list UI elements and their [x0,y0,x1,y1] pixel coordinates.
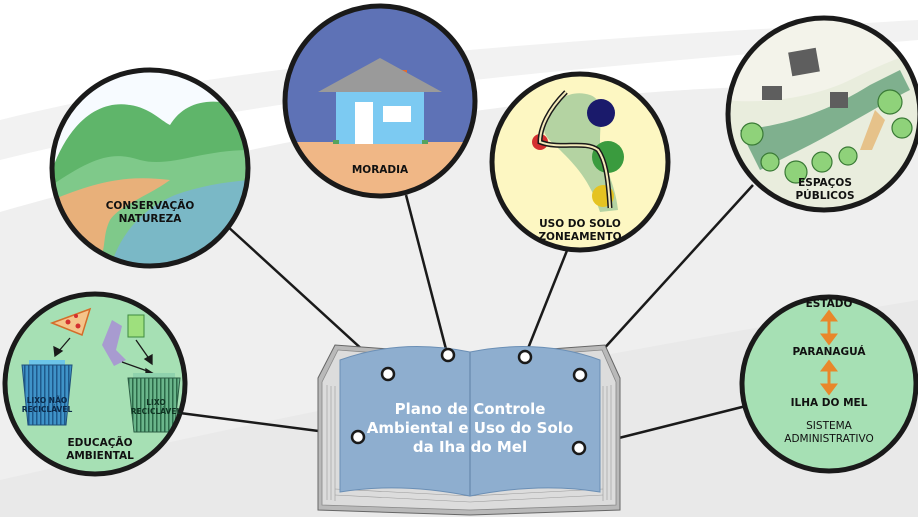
arrow-icon-1 [820,309,838,346]
connector-moradia [404,194,449,354]
label-ilha-do-mel: ILHA DO MEL [790,397,868,409]
bubble-conservacao [49,67,251,269]
connector-uso-solo [523,247,570,357]
label-paranagua: PARANAGUÁ [792,346,866,358]
book-connector-dots [350,347,588,456]
book-illustration [317,344,621,516]
book-title: Plano de Controle Ambiental e Uso do Sol… [366,400,574,456]
label-moradia: MORADIA [351,164,409,176]
label-bin-nao-reciclavel: LIXO NÃO RECICLÁVEL [21,396,73,415]
connector-espacos [579,184,754,376]
label-bin-reciclavel: LIXO RECICLÁVEL [130,398,182,417]
label-uso-solo: USO DO SOLO ZONEAMENTO [538,218,622,244]
bubble-educacao [2,291,188,477]
label-estado: ESTADO [805,298,853,310]
label-conservacao: CONSERVAÇÃO NATUREZA [105,200,195,226]
bubble-moradia [282,3,478,199]
bubble-sistema [739,294,918,474]
label-sistema-administrativo: SISTEMA ADMINISTRATIVO [784,420,874,446]
bubble-uso-solo [489,71,671,253]
arrow-icon-2 [820,359,838,396]
bubble-espacos [725,15,918,213]
label-educacao: EDUCAÇÃO AMBIENTAL [66,437,134,463]
label-espacos: ESPAÇOS PÚBLICOS [795,177,855,203]
